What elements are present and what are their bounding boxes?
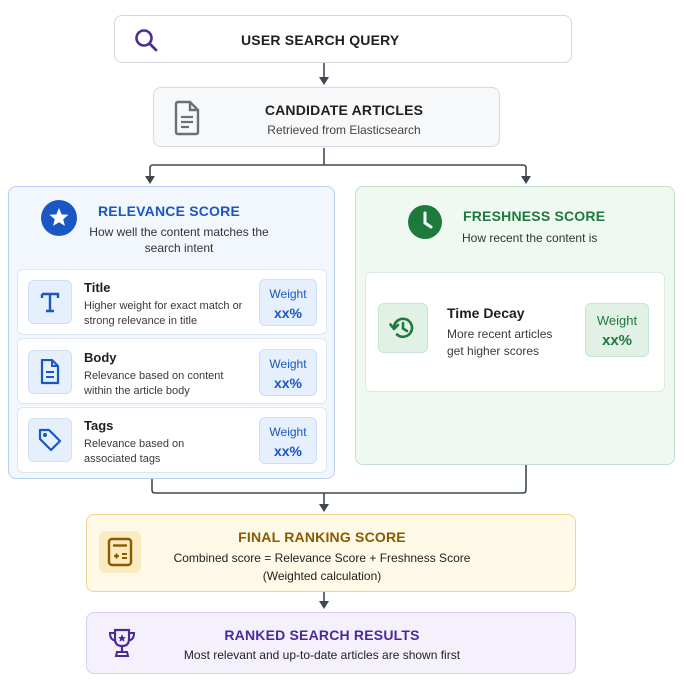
trophy-icon [107,627,137,659]
weight-label: Weight [596,313,638,328]
ranked-search-results-title: RANKED SEARCH RESULTS [224,627,420,643]
relevance-item-title: Title Higher weight for exact match or s… [17,269,327,335]
candidate-articles-subtitle: Retrieved from Elasticsearch [267,123,421,137]
relevance-item-body-label: Body [84,350,117,365]
candidate-articles-title: CANDIDATE ARTICLES [264,102,424,118]
final-ranking-score-formula: Combined score = Relevance Score + Fresh… [173,551,471,565]
ranked-search-results-subtitle: Most relevant and up-to-date articles ar… [183,648,461,662]
document-icon [172,100,202,136]
relevance-score-title: RELEVANCE SCORE [98,203,240,219]
time-decay-weight: Weight xx% [585,303,649,357]
relevance-item-body: Body Relevance based on content within t… [17,338,327,404]
weight-label: Weight [269,425,307,439]
relevance-score-panel: RELEVANCE SCORE How well the content mat… [8,186,335,479]
weight-label: Weight [269,287,307,301]
user-search-query-label: USER SEARCH QUERY [241,32,400,48]
star-icon [41,200,77,236]
candidate-articles-box: CANDIDATE ARTICLES Retrieved from Elasti… [153,87,500,147]
clock-icon [408,205,442,239]
freshness-score-panel: FRESHNESS SCORE How recent the content i… [355,186,675,465]
history-icon [378,303,428,353]
relevance-item-tags-weight: Weight xx% [259,417,317,464]
text-t-icon [28,280,72,324]
freshness-item-time-decay: Time Decay More recent articles get high… [365,272,665,392]
weight-value: xx% [273,443,303,459]
relevance-item-title-desc: Higher weight for exact match or strong … [84,300,243,327]
weight-label: Weight [269,357,307,371]
calculator-icon [99,531,141,573]
weight-value: xx% [273,375,303,391]
user-search-query-box: USER SEARCH QUERY [114,15,572,63]
ranked-search-results-box: RANKED SEARCH RESULTS Most relevant and … [86,612,576,674]
final-ranking-score-note: (Weighted calculation) [262,569,382,583]
final-ranking-score-title: FINAL RANKING SCORE [238,529,406,545]
weight-value: xx% [273,305,303,321]
document-icon [28,350,72,394]
relevance-item-title-weight: Weight xx% [259,279,317,326]
relevance-item-body-weight: Weight xx% [259,349,317,396]
weight-value: xx% [601,332,633,349]
time-decay-label: Time Decay [447,305,525,321]
relevance-item-body-desc: Relevance based on content within the ar… [84,370,224,397]
tag-icon [28,418,72,462]
search-icon [133,27,159,53]
freshness-score-subtitle: How recent the content is [462,231,598,245]
relevance-score-subtitle: How well the content matches the search … [89,225,269,255]
final-ranking-score-box: FINAL RANKING SCORE Combined score = Rel… [86,514,576,592]
relevance-item-tags-desc: Relevance based on associated tags [84,438,185,465]
relevance-item-tags: Tags Relevance based on associated tags … [17,407,327,473]
freshness-score-title: FRESHNESS SCORE [463,208,606,224]
time-decay-desc: More recent articles get higher scores [447,327,553,358]
relevance-item-tags-label: Tags [84,418,114,433]
relevance-item-title-label: Title [84,280,111,295]
